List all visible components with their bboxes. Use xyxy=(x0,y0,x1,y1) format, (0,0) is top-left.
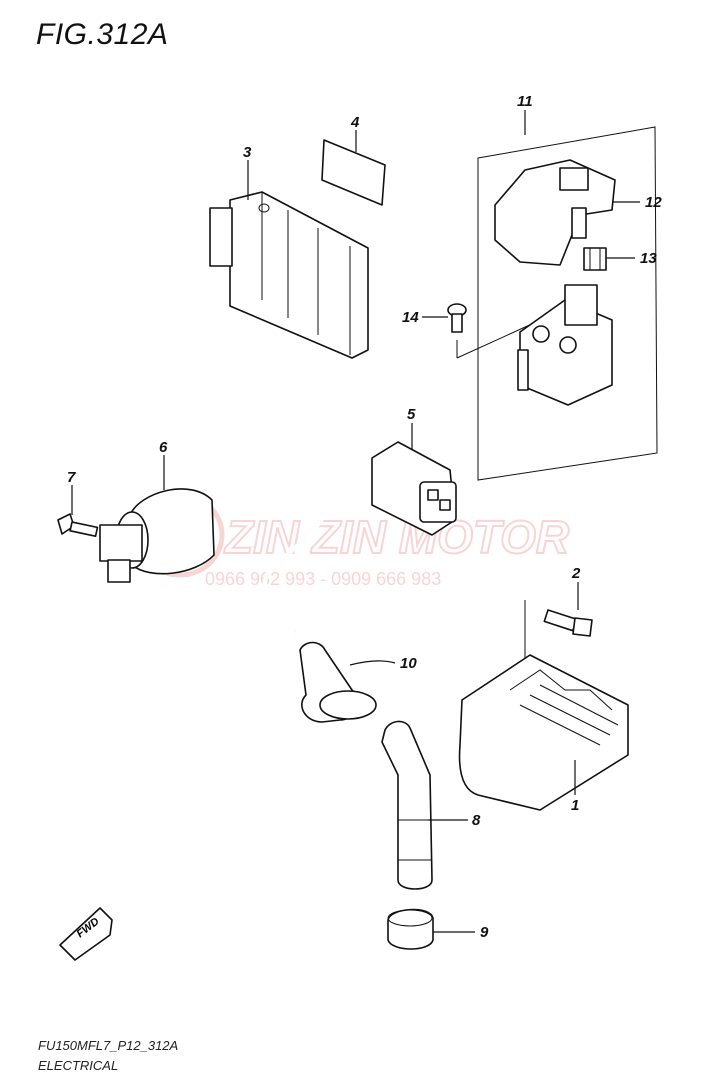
callout-9: 9 xyxy=(480,924,489,941)
callout-8: 8 xyxy=(472,812,481,829)
callout-1: 1 xyxy=(571,797,579,814)
part-13-fuse[interactable] xyxy=(583,247,635,271)
part-3-ecm-unit[interactable] xyxy=(209,160,369,359)
callout-4: 4 xyxy=(350,114,360,131)
callout-6: 6 xyxy=(159,439,168,456)
part-1-regulator[interactable] xyxy=(458,654,629,811)
model-code: FU150MFL7_P12_312A xyxy=(38,1038,179,1053)
part-4-label[interactable] xyxy=(321,130,386,206)
part-6-ignition-coil[interactable] xyxy=(99,444,336,634)
part-9-cap[interactable] xyxy=(387,908,475,950)
callout-3: 3 xyxy=(243,144,252,161)
callout-14: 14 xyxy=(402,309,419,326)
watermark-brand: ZIN ZIN MOTOR xyxy=(223,511,569,563)
callout-11: 11 xyxy=(517,93,533,110)
callout-7: 7 xyxy=(67,469,76,486)
watermark-phones: 0966 962 993 - 0909 666 983 xyxy=(205,569,441,589)
figure-title: FIG.312A xyxy=(36,18,169,51)
part-2-bolt[interactable] xyxy=(524,582,593,705)
part-5-connector[interactable] xyxy=(371,423,457,536)
callout-13: 13 xyxy=(640,250,657,267)
fwd-direction-marker: FWD xyxy=(59,907,113,961)
part-10-plug-cap[interactable] xyxy=(299,641,396,723)
part-8-boot[interactable] xyxy=(381,720,468,890)
callout-12: 12 xyxy=(645,194,662,211)
part-12-relay-cover[interactable] xyxy=(494,159,640,266)
part-7-bolt[interactable] xyxy=(57,485,99,538)
part-11-relay-assembly[interactable] xyxy=(477,110,658,481)
callout-2: 2 xyxy=(571,565,581,582)
section-name: ELECTRICAL xyxy=(38,1058,119,1073)
callout-10: 10 xyxy=(400,655,417,672)
starter-relay[interactable] xyxy=(517,284,613,406)
callout-5: 5 xyxy=(407,406,416,423)
